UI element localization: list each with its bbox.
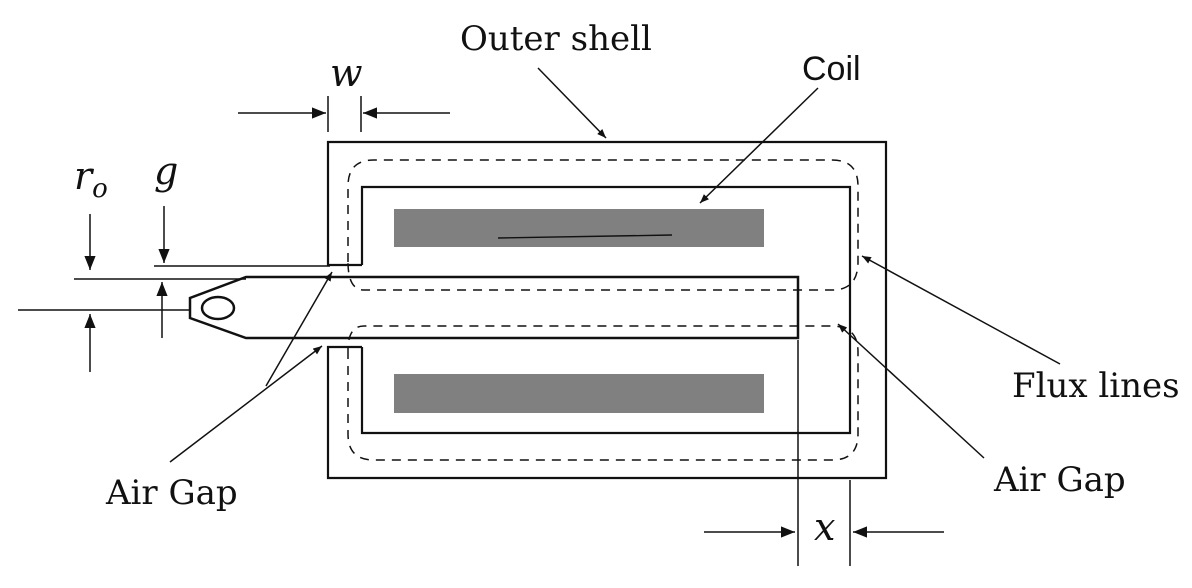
flux-lines-label: Flux lines [1012,366,1180,406]
g-label: g [154,149,178,193]
flux-lines [347,159,859,461]
coil-upper [394,209,764,247]
leaders [169,67,1061,463]
outer-shell [326,140,888,480]
dimension-w [238,96,450,132]
air-gap-right-label: Air Gap [993,460,1126,500]
w-label: w [330,51,363,95]
coil-lower [394,374,764,413]
outer-shell-label: Outer shell [460,19,652,59]
ro-label: ro [74,154,108,204]
dimension-x [704,340,944,566]
plunger [188,275,800,340]
air-gap-left-label: Air Gap [105,473,238,513]
coil-label: Coil [802,50,861,88]
dimension-ro-g [18,206,330,372]
x-label: x [814,505,835,549]
